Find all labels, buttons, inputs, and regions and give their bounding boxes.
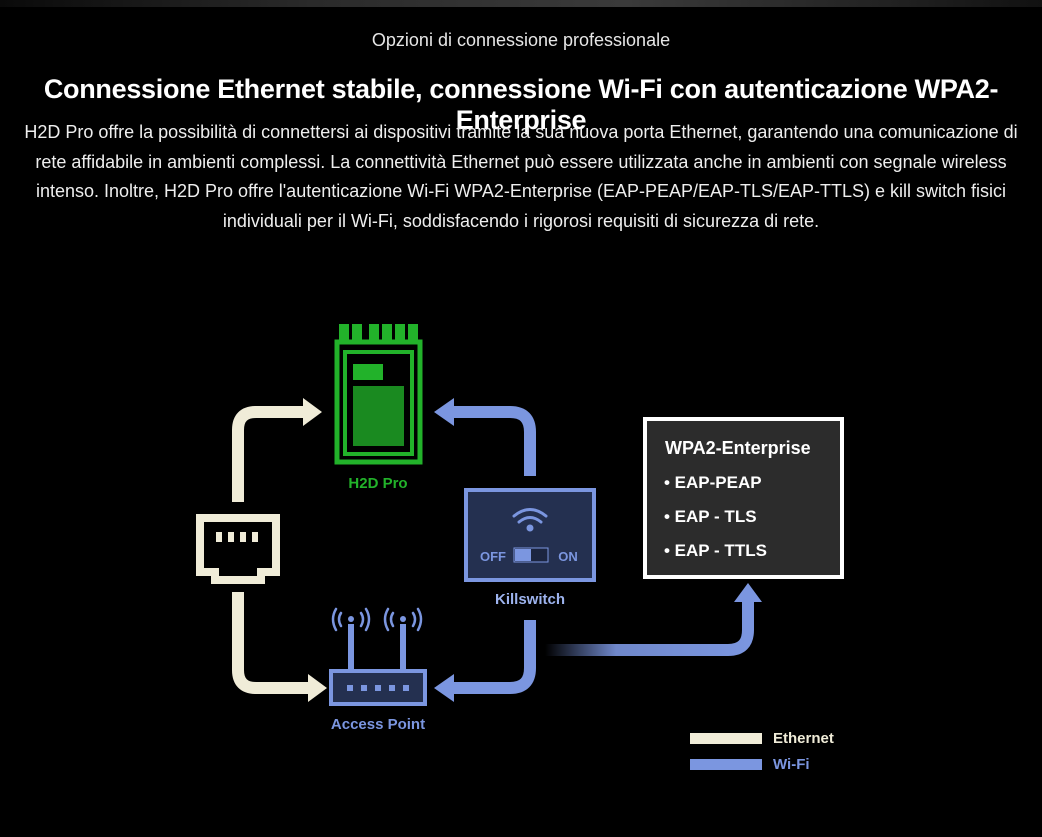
toggle-switch-icon [513, 547, 549, 563]
section-eyebrow: Opzioni di connessione professionale [371, 30, 671, 50]
legend: Ethernet Wi-Fi [690, 730, 834, 773]
security-item-ttls: • EAP - TTLS [664, 541, 767, 560]
device-label: H2D Pro [348, 475, 407, 492]
access-point-label: Access Point [331, 716, 425, 733]
chip-icon [334, 324, 423, 465]
legend-label-wifi: Wi-Fi [773, 756, 810, 773]
ethernet-path-to-access-point [232, 592, 310, 694]
wifi-arrowhead-access-point [434, 674, 454, 702]
section-title: Connessione Ethernet stabile, connession… [43, 74, 999, 135]
ethernet-path-to-device [232, 406, 305, 502]
killswitch-box: OFF ON [464, 488, 596, 582]
security-box: WPA2-Enterprise • EAP-PEAP • EAP - TLS •… [643, 417, 844, 579]
wifi-arrowhead-security [734, 583, 762, 602]
wifi-path-to-access-point [452, 620, 536, 694]
security-item-tls: • EAP - TLS [664, 507, 757, 526]
wifi-icon [512, 508, 548, 532]
ethernet-port-icon [196, 514, 280, 584]
legend-swatch-wifi [690, 759, 762, 770]
killswitch-on-label: ON [558, 549, 578, 564]
ethernet-arrowhead-device [303, 398, 322, 426]
security-box-title: WPA2-Enterprise [665, 438, 811, 458]
security-item-peap: • EAP-PEAP [664, 473, 762, 492]
wifi-arrowhead-device [434, 398, 454, 426]
legend-label-ethernet: Ethernet [773, 730, 834, 747]
router-icon [329, 607, 427, 706]
section-description: H2D Pro offre la possibilità di connette… [24, 122, 1018, 231]
killswitch-label: Killswitch [495, 591, 565, 608]
ethernet-arrowhead-access-point [308, 674, 327, 702]
legend-swatch-ethernet [690, 733, 762, 744]
wifi-path-to-security [545, 600, 754, 656]
top-banner-strip [0, 0, 1042, 7]
wifi-path-to-device [452, 406, 536, 476]
killswitch-off-label: OFF [480, 549, 506, 564]
